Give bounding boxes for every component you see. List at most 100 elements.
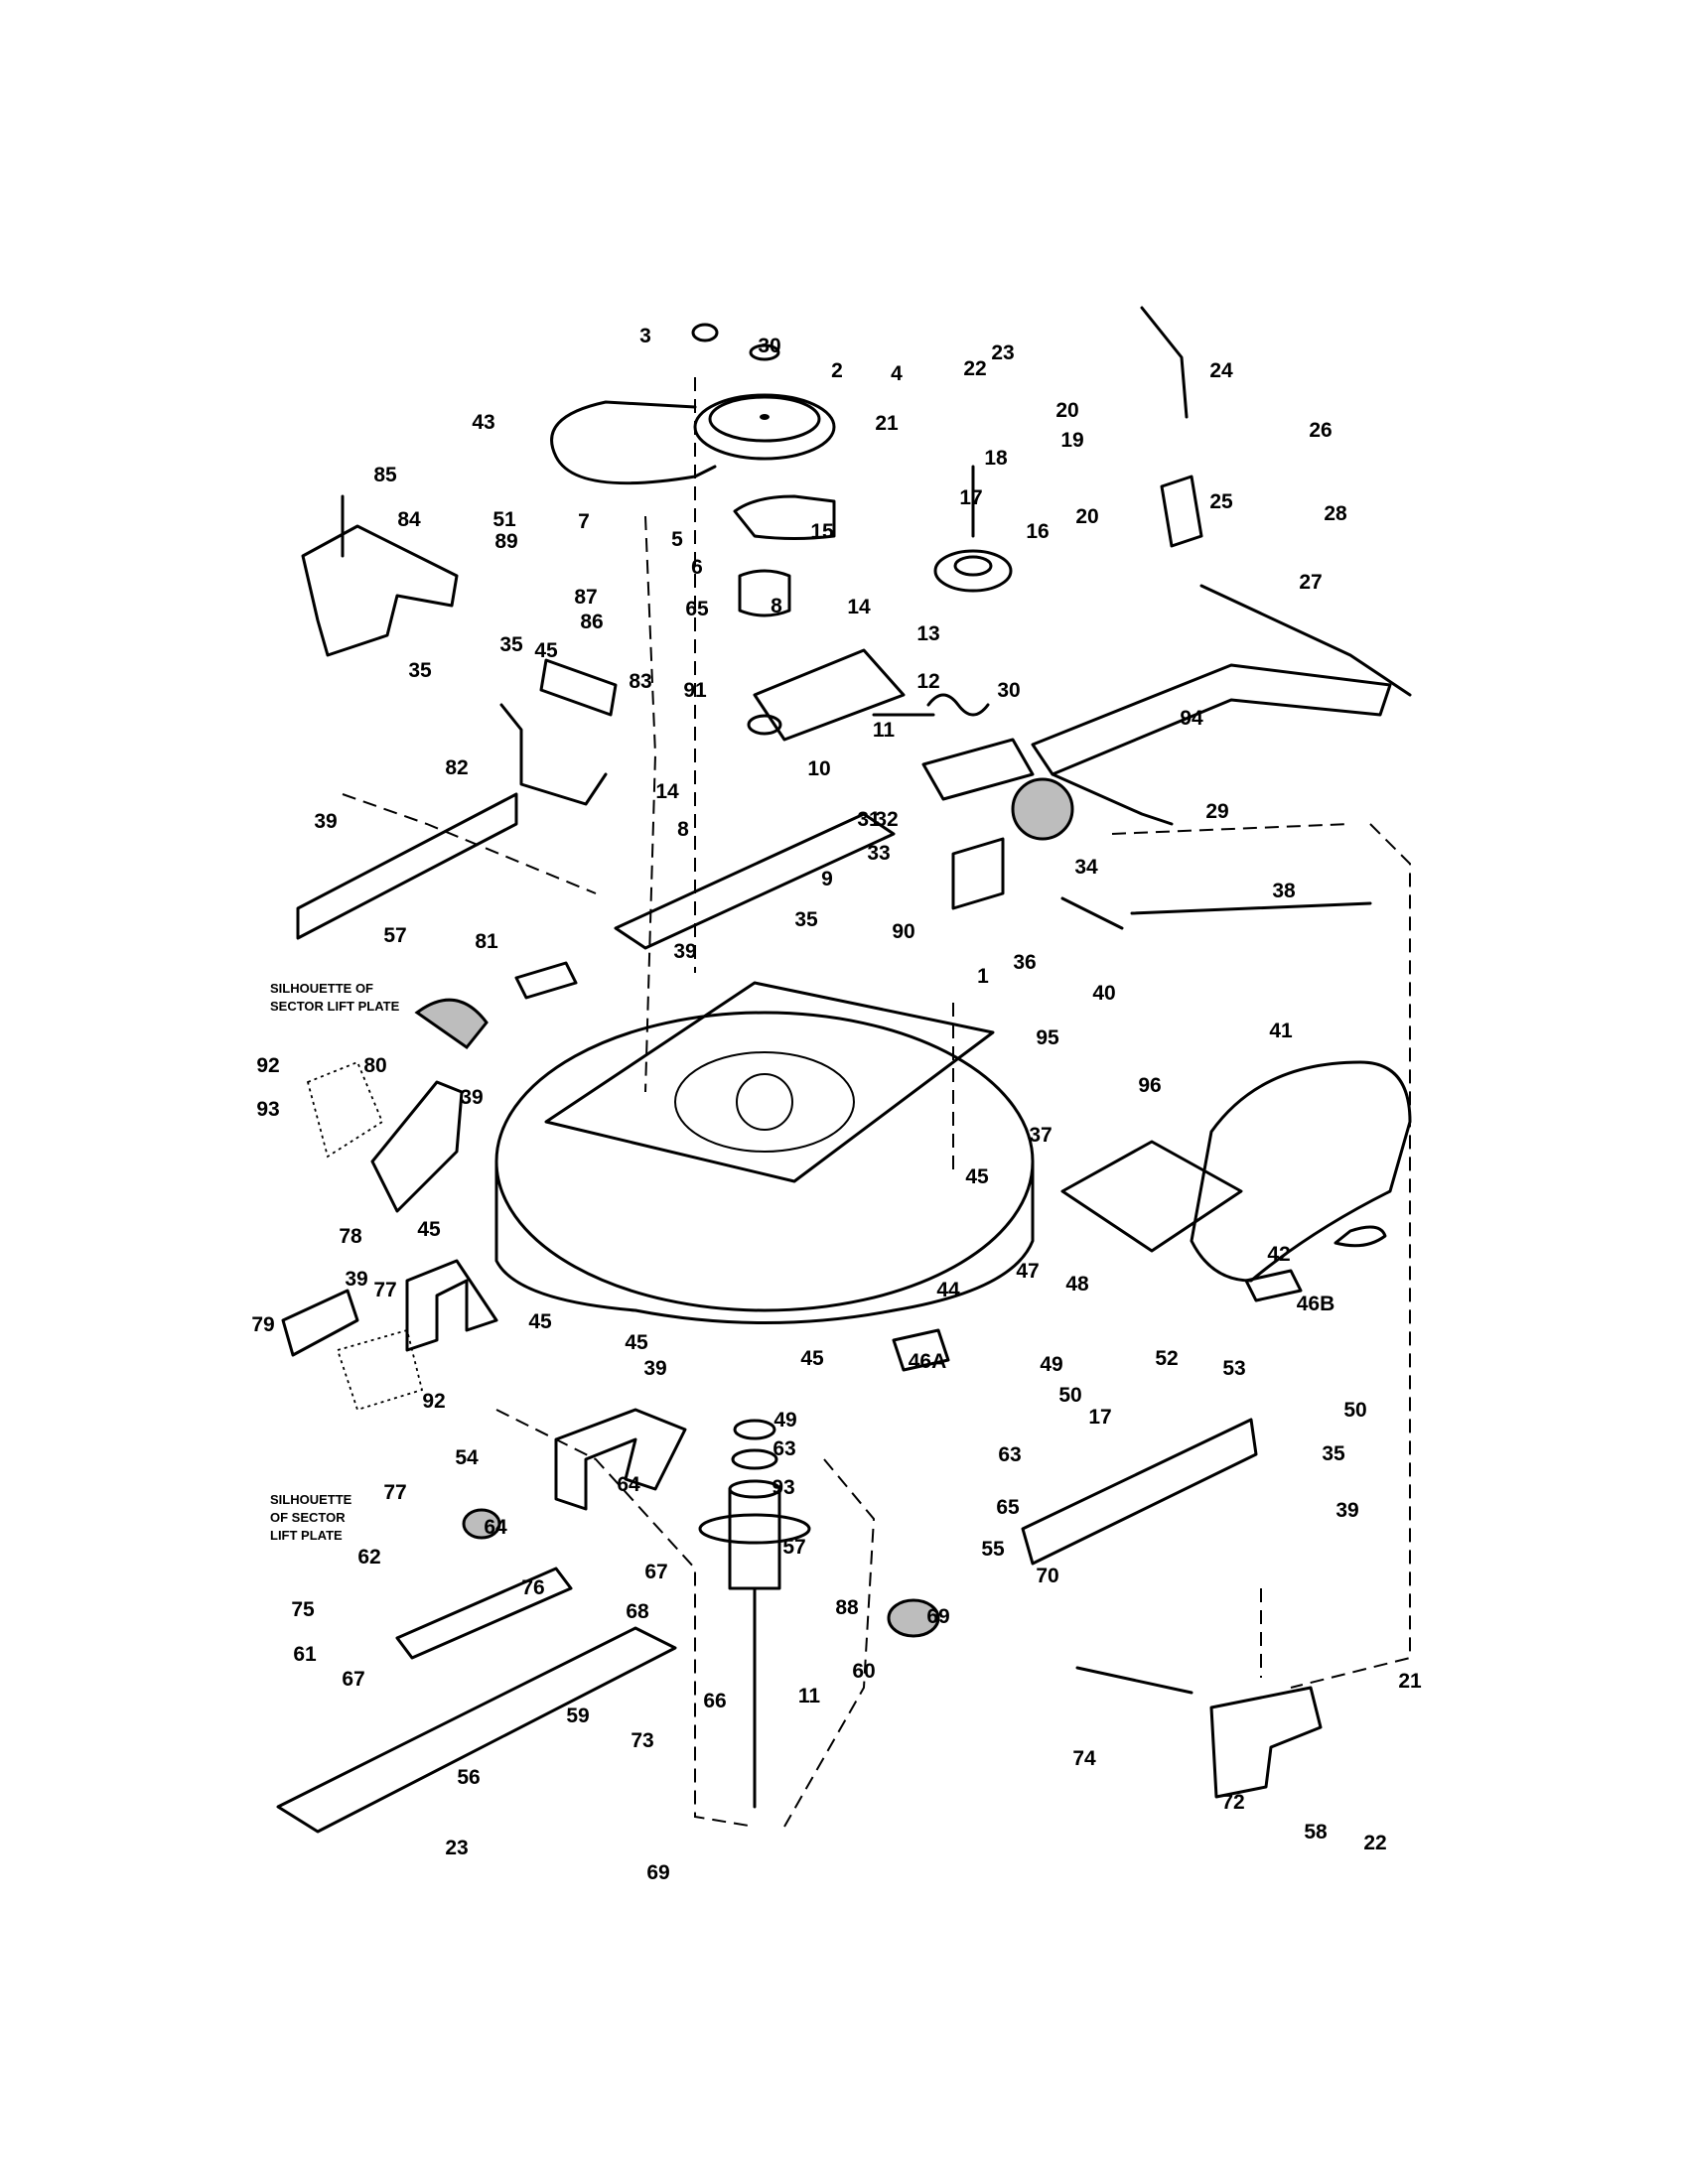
callout-77: 77	[383, 1481, 406, 1504]
callout-13: 13	[916, 622, 939, 645]
blade	[276, 1626, 677, 1834]
callout-39: 39	[314, 810, 337, 833]
decal-46a	[892, 1328, 950, 1372]
callout-76: 76	[521, 1576, 544, 1599]
blade-adapter	[395, 1567, 573, 1660]
svg-text:LIFT PLATE: LIFT PLATE	[270, 1528, 343, 1543]
callout-30: 30	[758, 335, 780, 357]
callout-12: 12	[916, 670, 939, 693]
callout-90: 90	[892, 920, 914, 943]
bushing-64	[462, 1508, 501, 1540]
callout-23: 23	[991, 341, 1014, 364]
callout-92: 92	[422, 1390, 445, 1413]
callout-9: 9	[821, 868, 833, 890]
callout-75: 75	[291, 1598, 315, 1621]
callout-66: 66	[703, 1690, 726, 1712]
callout-67: 67	[342, 1668, 364, 1691]
callout-82: 82	[445, 756, 468, 779]
callout-39: 39	[673, 940, 696, 963]
callout-45: 45	[625, 1331, 648, 1354]
callout-54: 54	[455, 1446, 479, 1469]
pivot-plate	[614, 812, 896, 950]
callout-57: 57	[782, 1536, 805, 1559]
callout-10: 10	[807, 757, 830, 780]
callout-41: 41	[1269, 1020, 1293, 1042]
svg-text:SECTOR LIFT PLATE: SECTOR LIFT PLATE	[270, 999, 400, 1014]
front-bracket	[301, 524, 459, 657]
callout-49: 49	[1040, 1353, 1062, 1376]
lift-plate-lower	[281, 1289, 359, 1357]
rod	[1130, 901, 1372, 915]
callout-78: 78	[339, 1225, 362, 1248]
callout-87: 87	[574, 586, 597, 609]
callout-36: 36	[1013, 951, 1036, 974]
callout-14: 14	[655, 780, 679, 803]
callout-81: 81	[475, 930, 498, 953]
callout-86: 86	[580, 611, 603, 633]
callout-46B: 46B	[1297, 1293, 1335, 1315]
callout-3: 3	[639, 325, 651, 347]
callout-93: 93	[256, 1098, 279, 1121]
callout-69: 69	[646, 1861, 669, 1884]
callout-33: 33	[867, 842, 890, 865]
callout-64: 64	[617, 1473, 640, 1496]
callout-31: 31	[857, 808, 881, 831]
silhouette-upper	[306, 1060, 384, 1159]
callout-69: 69	[926, 1605, 949, 1628]
callout-25: 25	[1209, 490, 1233, 513]
callout-53: 53	[1222, 1357, 1245, 1380]
callout-20: 20	[1075, 505, 1098, 528]
callout-60: 60	[852, 1660, 875, 1683]
callout-79: 79	[251, 1313, 274, 1336]
discharge-chute	[1060, 1060, 1412, 1283]
callout-42: 42	[1267, 1243, 1290, 1266]
callout-17: 17	[1088, 1406, 1111, 1429]
callout-56: 56	[457, 1766, 480, 1789]
silhouette-note-upper: SILHOUETTE OF SECTOR LIFT PLATE	[270, 981, 400, 1014]
lift-lever-assembly	[1031, 306, 1412, 826]
hanger	[499, 703, 608, 806]
spacer	[738, 569, 791, 617]
callout-59: 59	[566, 1705, 589, 1727]
callout-63: 63	[772, 1437, 795, 1460]
idler-arm	[753, 648, 906, 742]
callout-62: 62	[357, 1546, 380, 1569]
belt-guard	[733, 494, 836, 540]
callout-27: 27	[1299, 571, 1322, 594]
callout-21: 21	[1398, 1670, 1422, 1693]
hanger-bracket-upper	[405, 1259, 498, 1352]
spring	[926, 693, 990, 717]
callout-17: 17	[959, 486, 982, 509]
callout-34: 34	[1074, 856, 1098, 879]
callout-47: 47	[1016, 1260, 1039, 1283]
lift-plate-upper	[370, 1080, 464, 1213]
callout-35: 35	[408, 659, 432, 682]
decal-81	[514, 961, 578, 1000]
callout-39: 39	[643, 1357, 666, 1380]
front-support	[296, 792, 518, 940]
callout-44: 44	[936, 1279, 960, 1301]
callout-73: 73	[631, 1729, 653, 1752]
mower-deck	[494, 981, 1035, 1324]
assembly-lines	[342, 377, 1411, 1828]
callout-95: 95	[1036, 1026, 1059, 1049]
callout-39: 39	[345, 1268, 367, 1291]
callout-22: 22	[963, 357, 986, 380]
callout-80: 80	[363, 1054, 386, 1077]
callout-61: 61	[293, 1643, 317, 1666]
rear-bracket	[1209, 1686, 1323, 1799]
callout-35: 35	[499, 633, 523, 656]
callout-83: 83	[629, 670, 651, 693]
idler-pulley	[933, 465, 1013, 593]
callout-67: 67	[644, 1561, 667, 1583]
callout-16: 16	[1026, 520, 1049, 543]
callout-1: 1	[977, 965, 989, 988]
callout-11: 11	[873, 719, 896, 742]
callout-35: 35	[1322, 1442, 1345, 1465]
callout-15: 15	[810, 520, 834, 543]
silhouette-lower	[336, 1328, 424, 1412]
callout-8: 8	[771, 595, 782, 617]
decal-80	[414, 998, 489, 1050]
callout-7: 7	[578, 510, 590, 533]
